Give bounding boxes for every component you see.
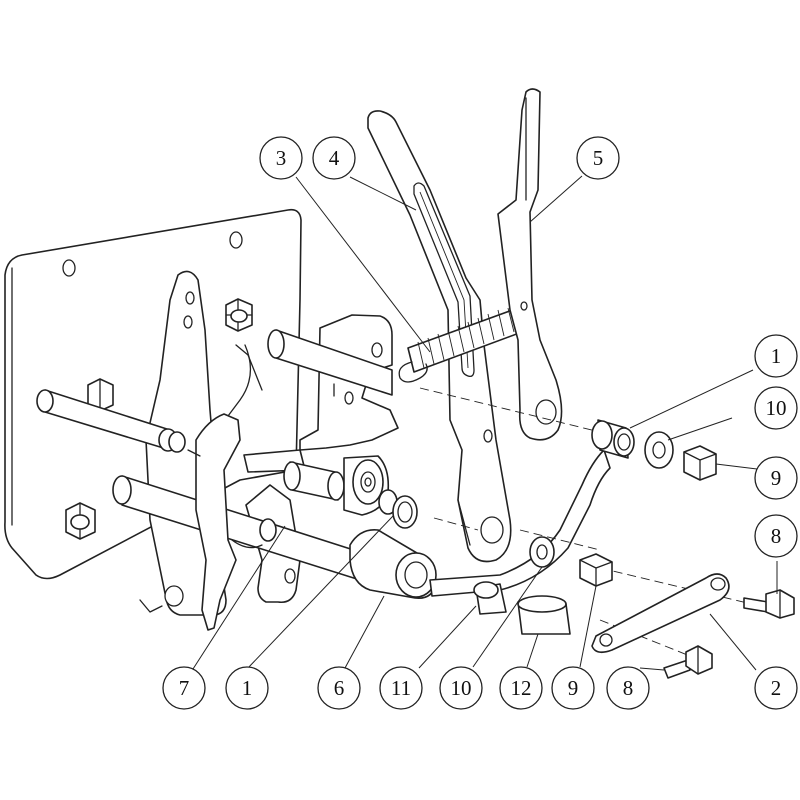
bearing-hub: [343, 455, 390, 516]
washer-lower: [529, 536, 555, 568]
callout-8-upper: 8: [754, 514, 798, 558]
leader-lines: [192, 175, 778, 671]
callout-label: 8: [771, 524, 782, 548]
callout-2: 2: [754, 666, 798, 710]
bushing-part-11: [473, 581, 507, 615]
callout-label: 10: [451, 676, 472, 700]
callout-label: 4: [329, 146, 340, 170]
callout-3: 3: [259, 136, 303, 180]
callout-label: 8: [623, 676, 634, 700]
plate-bolt-upper: [225, 298, 253, 332]
bushing-center: [283, 461, 345, 501]
callout-label: 6: [334, 676, 345, 700]
callout-1-lower: 1: [225, 666, 269, 710]
callout-7: 7: [162, 666, 206, 710]
callout-label: 11: [391, 676, 411, 700]
callout-label: 5: [593, 146, 604, 170]
callout-10-upper: 10: [754, 386, 798, 430]
washer-upper: [644, 431, 674, 469]
callout-4: 4: [312, 136, 356, 180]
hex-nut-upper: [683, 445, 717, 481]
callout-6: 6: [317, 666, 361, 710]
rear-shaft: [267, 329, 393, 396]
callout-label: 2: [771, 676, 782, 700]
long-arm-part-5: [497, 88, 563, 441]
callout-12: 12: [499, 666, 543, 710]
callout-11: 11: [379, 666, 423, 710]
callout-9-upper: 9: [754, 456, 798, 500]
spacer-part-12: [517, 595, 571, 635]
callout-10-lower: 10: [439, 666, 483, 710]
upper-shaft: [36, 389, 186, 453]
callout-8-lower: 8: [606, 666, 650, 710]
flange-bolt-upper: [743, 589, 795, 619]
flange-bushing-upper: [591, 419, 635, 459]
callout-label: 1: [771, 344, 782, 368]
flange-bushing-lower: [378, 489, 418, 529]
callout-1-upper: 1: [754, 334, 798, 378]
link-bar-part-2: [591, 573, 730, 654]
flange-bolt-lower: [663, 645, 713, 679]
hex-nut-lower: [579, 553, 613, 587]
sector-plate-part-7: [187, 413, 263, 631]
callout-label: 9: [568, 676, 579, 700]
mounting-plate: [4, 208, 302, 580]
plate-bolt-lower: [65, 502, 96, 540]
callout-label: 7: [179, 676, 190, 700]
callout-label: 9: [771, 466, 782, 490]
callout-label: 10: [766, 396, 787, 420]
callout-9-lower: 9: [551, 666, 595, 710]
callout-label: 12: [511, 676, 532, 700]
callout-5: 5: [576, 136, 620, 180]
callout-label: 1: [242, 676, 253, 700]
callout-label: 3: [276, 146, 287, 170]
large-spacer-part-6: [349, 528, 437, 600]
